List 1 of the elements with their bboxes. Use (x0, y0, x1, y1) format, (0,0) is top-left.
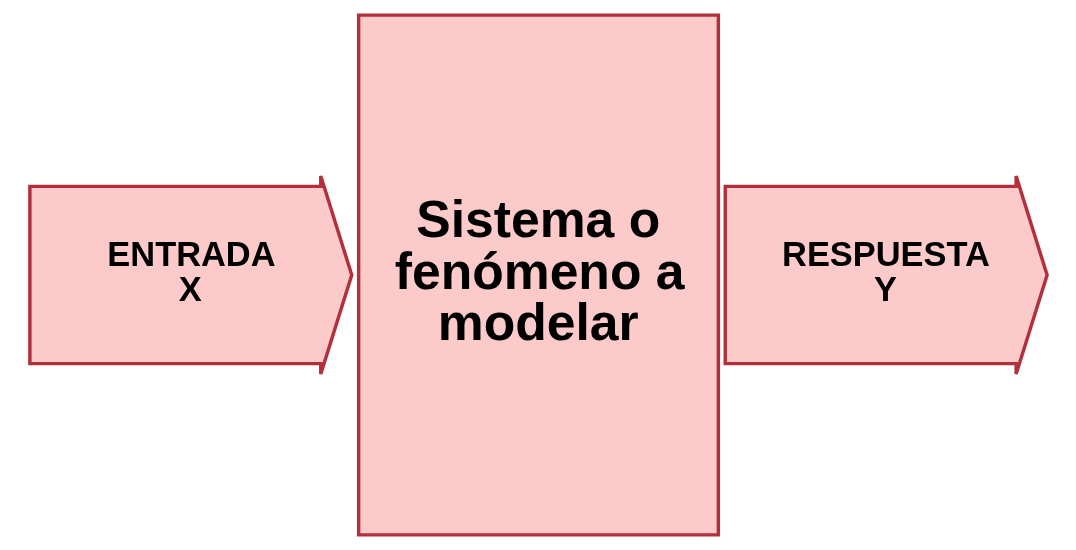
node-box: Sistema o fenómeno a modelar (356, 13, 720, 537)
